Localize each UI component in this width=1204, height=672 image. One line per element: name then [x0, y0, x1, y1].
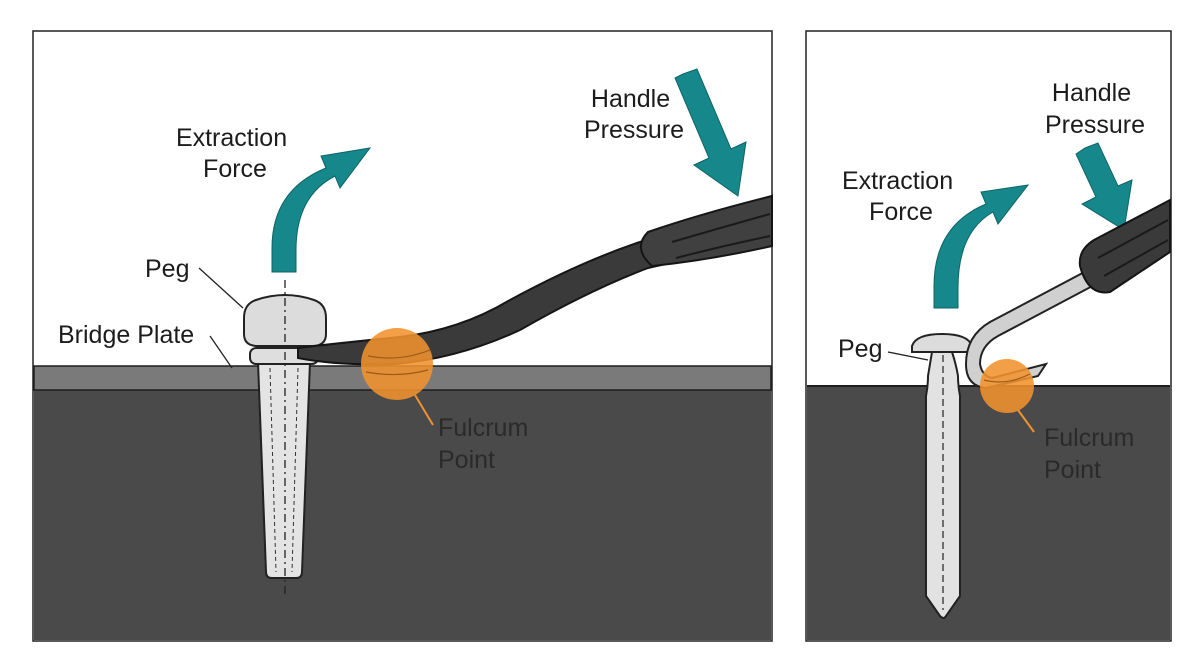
left-handle-pressure-label: Handle Pressure — [584, 85, 684, 144]
right-handle-pressure-label: Handle Pressure — [1045, 79, 1145, 139]
right-peg-shaft — [925, 351, 961, 619]
left-peg-leader — [198, 267, 244, 309]
left-fulcrum-point-label: Fulcrum Point — [438, 414, 535, 474]
left-fulcrum-point — [361, 328, 433, 400]
right-tool-handle — [1078, 198, 1171, 294]
right-extraction-force-label: Extraction Force — [842, 167, 960, 226]
left-bridge-plate-label: Bridge Plate — [58, 321, 194, 349]
right-peg-label: Peg — [838, 335, 882, 363]
left-panel: Extraction Force Handle Pressure Peg Bri… — [32, 30, 773, 642]
left-peg-label: Peg — [145, 255, 189, 283]
left-wood-body — [34, 390, 771, 640]
right-peg-head — [911, 332, 973, 353]
right-panel: Extraction Force Handle Pressure Peg Ful… — [805, 30, 1172, 642]
left-peg-shaft — [256, 361, 312, 579]
left-bridge-plate-leader — [209, 335, 233, 369]
right-fulcrum-leader — [1017, 409, 1035, 433]
left-extraction-force-label: Extraction Force — [176, 124, 294, 183]
left-fulcrum-leader — [414, 394, 434, 426]
right-extraction-arrow — [933, 184, 1030, 309]
left-handle-pressure-arrow — [674, 68, 747, 197]
left-extraction-arrow — [271, 147, 372, 273]
right-wood-body — [807, 386, 1170, 640]
right-fulcrum-point-label: Fulcrum Point — [1044, 424, 1141, 484]
right-hook-tool-shaft — [964, 266, 1102, 390]
right-fulcrum-point — [980, 359, 1034, 413]
right-peg-leader — [887, 351, 929, 361]
